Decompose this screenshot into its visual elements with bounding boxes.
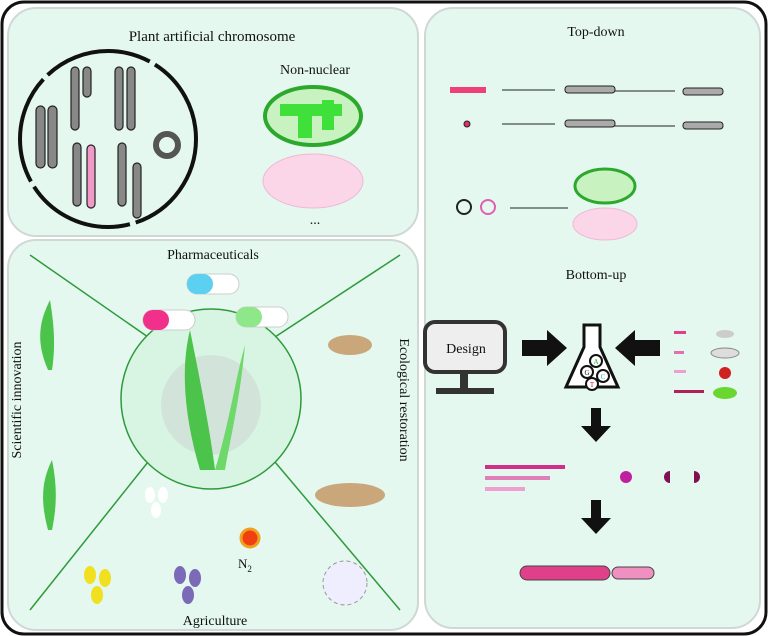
chloroplast-icon: [263, 85, 363, 147]
microbe-icon: [322, 560, 368, 606]
sun-icon: [239, 527, 261, 549]
ecological-restoration-label: Ecological restoration: [396, 338, 411, 461]
mitochondrion-icon: [262, 153, 364, 209]
panel-plant-artificial-chromosome: Plant artificial chromosome Non-nuclear …: [7, 7, 419, 237]
flask-icon: A G C T: [563, 323, 621, 391]
seedling-icon: [40, 300, 55, 370]
gear-icon: [161, 355, 261, 455]
svg-text:A: A: [593, 358, 598, 366]
design-label: Design: [446, 342, 486, 357]
ellipsis: ...: [310, 213, 321, 228]
svg-text:C: C: [601, 373, 606, 381]
svg-text:T: T: [590, 381, 595, 389]
panel-title: Plant artificial chromosome: [129, 29, 296, 45]
seeds-icon: [84, 487, 201, 604]
svg-text:G: G: [584, 369, 589, 377]
pharmaceuticals-label: Pharmaceuticals: [167, 248, 259, 263]
mutant-plant-icon: [43, 460, 56, 530]
arrow-left-icon: [615, 330, 660, 366]
dna-parts-icons: [674, 330, 740, 399]
capsule-icons: [142, 273, 289, 331]
dna-fragments-icon: [485, 465, 700, 491]
synthetic-chromosome-icon: [519, 565, 655, 581]
arrow-down-icon: [581, 500, 611, 534]
panel-applications: Pharmaceuticals Scientific innovation Ec…: [7, 239, 419, 631]
nucleus-icon: [18, 49, 198, 229]
top-down-label: Top-down: [567, 25, 624, 40]
top-down-steps: [450, 85, 724, 241]
agriculture-label: Agriculture: [183, 614, 248, 629]
soil-icon: [315, 483, 385, 507]
plant-leaf-icon: [184, 330, 215, 470]
scientific-innovation-label: Scientific innovation: [10, 341, 25, 458]
arrow-right-icon: [522, 330, 567, 366]
non-nuclear-label: Non-nuclear: [280, 63, 350, 78]
computer-monitor-icon: [423, 320, 507, 394]
n2-label: N2: [238, 556, 252, 574]
arrow-down-icon: [581, 408, 611, 442]
bottom-up-label: Bottom-up: [566, 268, 627, 283]
panel-construction: Top-down Bottom-up Design A: [423, 7, 761, 629]
